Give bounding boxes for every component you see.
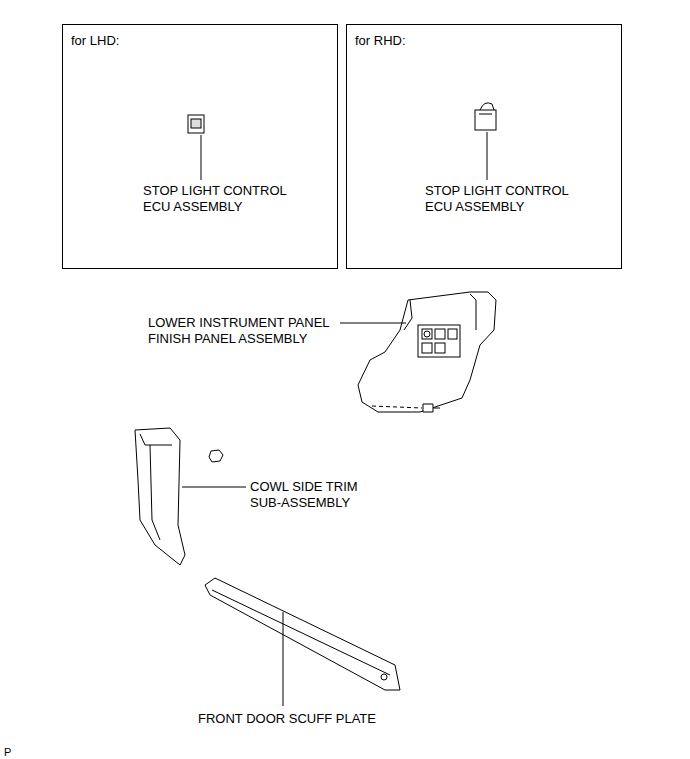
part-name: LOWER INSTRUMENT PANEL FINISH PANEL ASSE… (148, 315, 346, 347)
variant-heading: for RHD: (355, 33, 406, 49)
variant-frame: for RHD: STOP LIGHT CONTROL ECU ASSEMBLY (346, 24, 622, 269)
variant-heading: for LHD: (71, 33, 119, 49)
part-name: STOP LIGHT CONTROL ECU ASSEMBLY (143, 183, 303, 215)
variant-frame: for LHD: STOP LIGHT CONTROL ECU ASSEMBLY (62, 24, 338, 269)
part-name: COWL SIDE TRIM SUB-ASSEMBLY (250, 479, 372, 511)
part-name: STOP LIGHT CONTROL ECU ASSEMBLY (425, 183, 585, 215)
part-name: FRONT DOOR SCUFF PLATE (192, 711, 382, 727)
page-mark: P (4, 744, 24, 759)
